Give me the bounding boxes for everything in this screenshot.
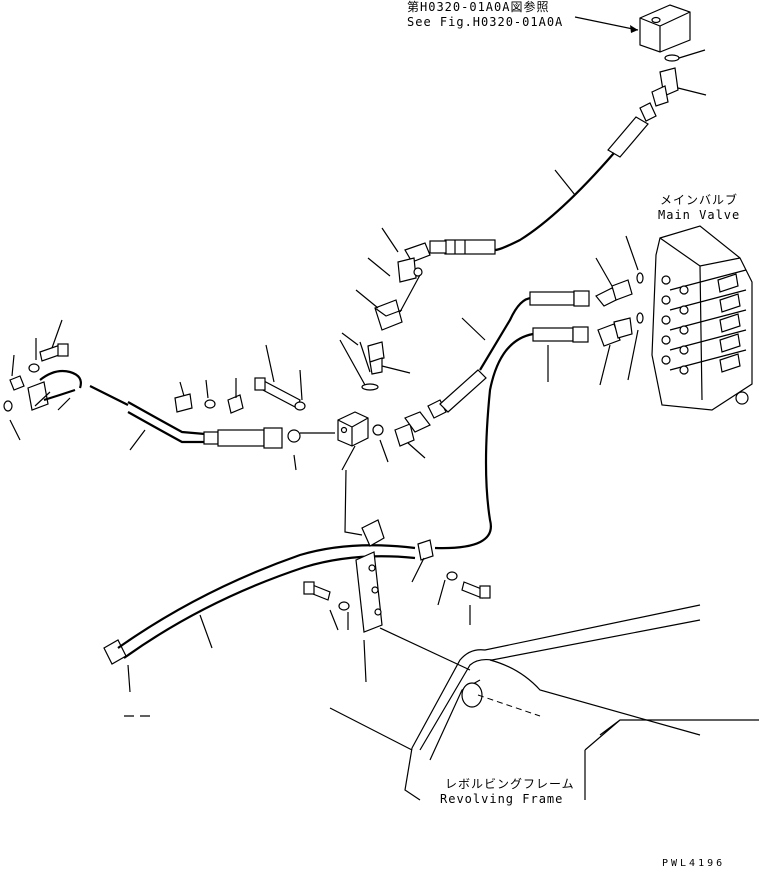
right-elbow	[394, 411, 431, 447]
manifold-block	[337, 411, 369, 447]
elbow-fitting	[651, 67, 679, 107]
upper-hose	[429, 102, 657, 255]
bolt-lower-1	[303, 581, 331, 601]
middle-hose	[427, 290, 590, 419]
drawing-code: PWL4196	[662, 858, 725, 869]
reference-label-en: See Fig.H0320-01A0A	[407, 15, 563, 29]
clip-left	[9, 375, 25, 391]
bolt-mid-2	[254, 377, 301, 409]
o-ring	[664, 54, 680, 62]
bracket	[355, 519, 385, 633]
bolt-left-1	[39, 343, 69, 362]
reference-arrow-icon	[630, 25, 638, 33]
straight-connector	[367, 341, 385, 375]
lower-hose	[434, 326, 589, 550]
bolt-lower-2	[461, 581, 491, 599]
lower-long-hose	[103, 539, 434, 665]
top-block	[639, 4, 691, 53]
frame-label-en: Revolving Frame	[440, 792, 563, 806]
bolt-mid-1	[174, 393, 193, 413]
valve-fitting-lower	[597, 317, 633, 347]
main-valve	[651, 225, 753, 411]
main-valve-label-en: Main Valve	[658, 208, 740, 222]
reference-leader	[574, 16, 639, 31]
valve-fitting-upper	[595, 279, 633, 307]
revolving-frame	[329, 604, 759, 801]
frame-label-ja: レボルビングフレーム	[445, 777, 575, 791]
main-valve-label-ja: メインバルブ	[660, 192, 738, 207]
washer	[28, 363, 40, 373]
left-hose	[27, 369, 283, 449]
elbow-adapter	[397, 242, 431, 283]
check-valve	[374, 299, 403, 331]
reference-label-ja: 第H0320-01A0A図参照	[407, 0, 549, 14]
